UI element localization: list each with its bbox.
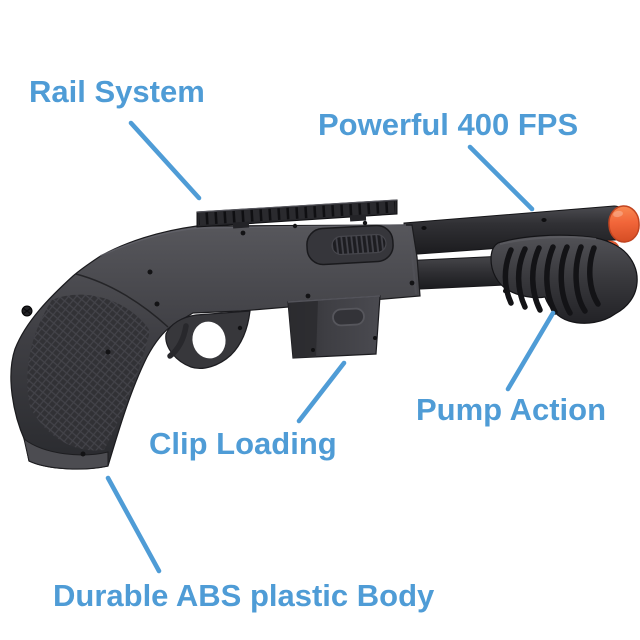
leader-line-clip-loading xyxy=(296,360,347,424)
callout-label-rail-system: Rail System xyxy=(29,74,205,109)
callout-label-clip-loading: Clip Loading xyxy=(149,426,337,461)
magazine-clip xyxy=(287,295,381,359)
grip-checkering xyxy=(27,294,150,451)
ejection-port xyxy=(306,224,394,266)
callout-label-pump-action: Pump Action xyxy=(416,392,607,427)
screws xyxy=(21,220,415,457)
leader-line-powerful-400-fps xyxy=(467,144,535,212)
callout-label-powerful-400-fps: Powerful 400 FPS xyxy=(318,107,579,142)
pump-grip xyxy=(490,234,638,324)
pump-grip-ribs xyxy=(502,244,601,316)
grip-butt-cap xyxy=(23,437,109,470)
leader-line-rail-system xyxy=(128,120,202,201)
leader-line-abs-body xyxy=(105,475,162,574)
leader-line-pump-action xyxy=(505,310,556,392)
top-rail xyxy=(196,199,398,229)
gun-body xyxy=(10,224,421,470)
trigger-assembly xyxy=(165,310,251,369)
leader-lines xyxy=(105,120,556,574)
trigger xyxy=(167,323,189,359)
callout-label-durable-abs-plastic-body: Durable ABS plastic Body xyxy=(53,578,435,613)
